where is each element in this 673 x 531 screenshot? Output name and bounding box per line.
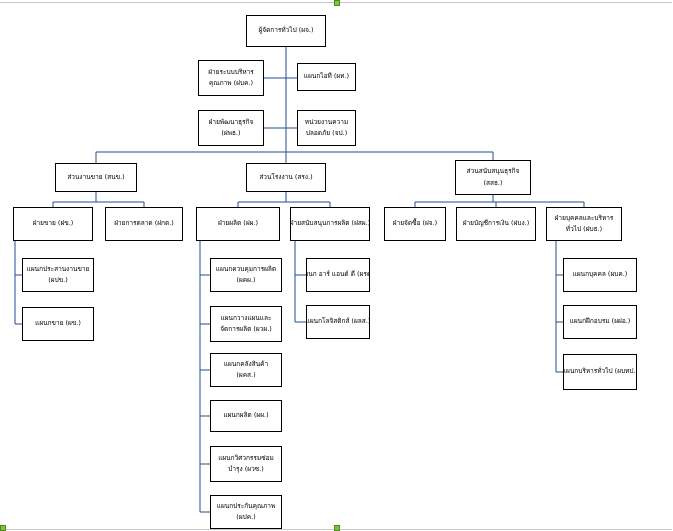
node-top[interactable]: ผู้จัดการทั่วไป (ผจ.) xyxy=(246,15,326,47)
node-sales-dept[interactable]: ฝ่ายขาย (ฝข.) xyxy=(13,207,93,241)
node-label-line: (ผคส.) xyxy=(236,371,256,379)
node-label-line: จัดการผลิต (ผวผ.) xyxy=(220,325,272,333)
node-label-line: ผู้จัดการทั่วไป (ผจ.) xyxy=(258,26,314,35)
node-warehouse[interactable]: แผนกคลังสินค้า (ผคส.) xyxy=(210,353,282,387)
node-training[interactable]: แผนกฝึกอบรม (ผฝอ.) xyxy=(563,305,637,339)
node-label-line: แผนกวางแผนและ xyxy=(220,313,272,322)
node-rd[interactable]: แผนก อาร์ แอนด์ ดี (ผรด.) xyxy=(306,258,370,292)
node-label-line: คุณภาพ (ฝบค.) xyxy=(208,79,254,87)
node-label-line: ส่วนสนับสนุนธุรกิจ xyxy=(466,167,520,176)
node-production-unit[interactable]: แผนกผลิต (ผผ.) xyxy=(210,400,282,432)
node-production-support-dept[interactable]: ฝ่ายสนับสนุนการผลิต (ฝสผ.) xyxy=(290,207,370,241)
node-label-line: แผนกประกันคุณภาพ xyxy=(216,501,276,510)
node-personnel[interactable]: แผนกบุคคล (ผบค.) xyxy=(563,258,637,292)
node-accounting-dept[interactable]: ฝ่ายบัญชีการเงิน (ฝบง.) xyxy=(456,207,536,241)
node-label-line: (ฝพธ.) xyxy=(221,129,241,137)
node-sales-unit[interactable]: แผนกขาย (ผข.) xyxy=(22,307,94,341)
node-label-line: แผนกควบคุมการผลิต xyxy=(215,264,277,273)
node-production-division[interactable]: ส่วนโรงงาน (สรง.) xyxy=(246,163,326,192)
node-support-division[interactable]: ส่วนสนับสนุนธุรกิจ (สสธ.) xyxy=(455,160,531,195)
node-admin-dept[interactable]: ฝ่ายบุคคลและบริหารทั่วไป (ฝบธ.) xyxy=(546,207,622,241)
node-label-line: ฝ่ายการตลาด (ฝกต.) xyxy=(114,219,174,228)
node-label-line: ฝ่ายพัฒนาธุรกิจ xyxy=(208,117,254,126)
node-label-line: ฝ่ายระบบบริหาร xyxy=(208,67,254,76)
node-marketing-dept[interactable]: ฝ่ายการตลาด (ฝกต.) xyxy=(105,207,183,241)
node-label-line: ฝ่ายขาย (ฝข.) xyxy=(32,219,74,228)
page-handle-top[interactable] xyxy=(334,0,340,6)
node-label-line: ฝ่ายสนับสนุนการผลิต (ฝสผ.) xyxy=(290,219,370,228)
node-logistics[interactable]: แผนกโลจิสติกส์ (ผลส.) xyxy=(306,305,370,339)
node-label-line: บำรุง (ผวซ.) xyxy=(228,465,264,473)
node-label-line: ส่วนโรงงาน (สรง.) xyxy=(259,172,313,181)
node-quality[interactable]: ฝ่ายระบบบริหารคุณภาพ (ฝบค.) xyxy=(198,60,264,96)
node-sales-coordination[interactable]: แผนกประสานงานขาย (ผปข.) xyxy=(22,258,94,292)
node-general-admin[interactable]: แผนกบริหารทั่วไป (ผบทป.) xyxy=(563,354,637,390)
node-it[interactable]: แผนกไอที (ผท.) xyxy=(297,63,356,91)
node-label-line: ฝ่ายผลิต (ฝผ.) xyxy=(217,219,259,228)
node-label-line: หน่วยงานความ xyxy=(304,117,349,126)
node-label-line: แผนกผลิต (ผผ.) xyxy=(223,411,269,420)
node-label-line: ฝ่ายบัญชีการเงิน (ฝบง.) xyxy=(462,219,530,228)
node-label-line: แผนกฝึกอบรม (ผฝอ.) xyxy=(569,317,631,326)
node-label-line: (ผปค.) xyxy=(236,513,256,521)
node-label-line: แผนก อาร์ แอนด์ ดี (ผรด.) xyxy=(307,270,369,279)
node-label-line: แผนกประสานงานขาย xyxy=(26,264,90,273)
node-sales-division[interactable]: ส่วนงานขาย (สนข.) xyxy=(55,163,137,192)
node-label-line: ทั่วไป (ฝบธ.) xyxy=(565,225,603,233)
node-label-line: ฝ่ายจัดซื้อ (ฝจ.) xyxy=(392,219,438,228)
node-production-planning[interactable]: แผนกวางแผนและจัดการผลิต (ผวผ.) xyxy=(210,306,282,342)
node-maintenance[interactable]: แผนกวิศวกรรมซ่อมบำรุง (ผวซ.) xyxy=(210,446,282,482)
node-label-line: ปลอดภัย (จป.) xyxy=(305,129,348,137)
node-purchasing-dept[interactable]: ฝ่ายจัดซื้อ (ฝจ.) xyxy=(384,207,446,241)
node-label-line: แผนกขาย (ผข.) xyxy=(35,319,81,328)
node-label-line: ส่วนงานขาย (สนข.) xyxy=(67,172,125,181)
node-label-line: ฝ่ายบุคคลและบริหาร xyxy=(554,213,614,222)
node-label-line: แผนกโลจิสติกส์ (ผลส.) xyxy=(306,317,370,326)
node-safety[interactable]: หน่วยงานความปลอดภัย (จป.) xyxy=(297,110,356,146)
node-label-line: แผนกคลังสินค้า xyxy=(223,359,269,368)
node-label-line: (ผปข.) xyxy=(48,276,68,284)
node-label-line: แผนกไอที (ผท.) xyxy=(303,72,350,81)
node-label-line: (สสธ.) xyxy=(483,178,503,187)
node-label-line: แผนกวิศวกรรมซ่อม xyxy=(218,453,274,462)
node-label-line: (ผคผ.) xyxy=(236,276,256,284)
node-label-line: แผนกบริหารทั่วไป (ผบทป.) xyxy=(563,367,637,376)
node-production-dept[interactable]: ฝ่ายผลิต (ฝผ.) xyxy=(196,207,280,241)
node-production-control[interactable]: แผนกควบคุมการผลิต (ผคผ.) xyxy=(210,258,282,292)
node-quality-assurance[interactable]: แผนกประกันคุณภาพ (ผปค.) xyxy=(210,495,282,529)
node-label-line: แผนกบุคคล (ผบค.) xyxy=(572,270,628,279)
node-hr-dev[interactable]: ฝ่ายพัฒนาธุรกิจ (ฝพธ.) xyxy=(198,110,264,146)
